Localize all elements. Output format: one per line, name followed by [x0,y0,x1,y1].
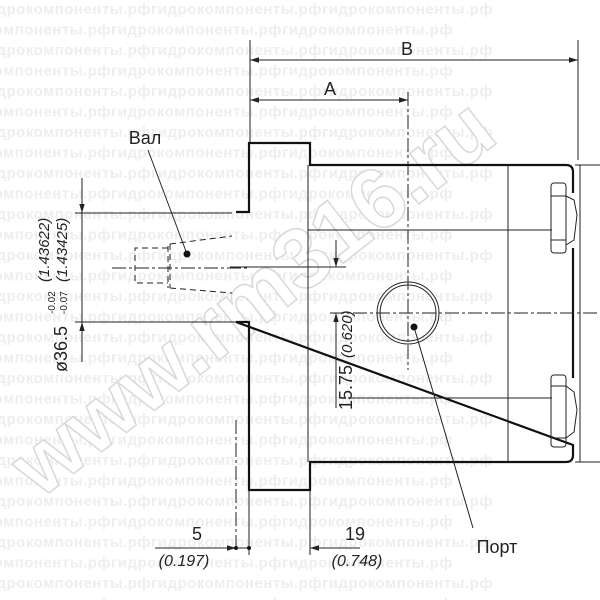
nut-top [550,182,578,254]
dim-diameter-in-lower: (1.43425) [54,218,71,282]
watermark-row: гидрокомпоненты.рфгидрокомпоненты.рфгидр… [0,206,493,223]
dim-B-label: B [401,39,413,59]
watermark-row: гидрокомпоненты.рфгидрокомпоненты.рфгидр… [0,514,453,531]
watermark-row: гидрокомпоненты.рфгидрокомпоненты.рфгидр… [0,473,453,490]
watermark-row: гидрокомпоненты.рфгидрокомпоненты.рфгидр… [0,1,493,18]
dim-diameter-in-upper: (1.43622) [36,218,53,282]
dim-flange-thickness-in: (0.748) [332,553,383,570]
nut-bottom [550,374,578,448]
watermark-row: гидрокомпоненты.рфгидрокомпоненты.рфгидр… [0,288,493,305]
label-shaft: Вал [129,128,162,148]
dim-tol-lower: -0.07 [59,291,70,314]
dim-tol-upper: -0.02 [47,291,58,314]
watermark-row: гидрокомпоненты.рфгидрокомпоненты.рфгидр… [0,104,453,121]
watermark-row: гидрокомпоненты.рфгидрокомпоненты.рфгидр… [0,145,453,162]
watermark-row: гидрокомпоненты.рфгидрокомпоненты.рфгидр… [0,124,493,141]
watermark-row: гидрокомпоненты.рфгидрокомпоненты.рфгидр… [0,411,493,428]
watermark-row: гидрокомпоненты.рфгидрокомпоненты.рфгидр… [0,186,453,203]
dim-flange-thickness: 19 [345,524,365,544]
watermark-row: гидрокомпоненты.рфгидрокомпоненты.рфгидр… [0,42,493,59]
watermark-row: гидрокомпоненты.рфгидрокомпоненты.рфгидр… [0,493,493,510]
watermark-row: гидрокомпоненты.рфгидрокомпоненты.рфгидр… [0,247,493,264]
watermark-row: гидрокомпоненты.рфгидрокомпоненты.рфгидр… [0,534,493,551]
watermark-row: гидрокомпоненты.рфгидрокомпоненты.рфгидр… [0,575,493,592]
dim-pilot-depth-in: (0.197) [159,553,210,570]
diameter-dimension-text: ø36.5 -0.02 -0.07 (1.43622) (1.43425) [36,218,71,372]
dim-port-offset: 15.75 [336,365,356,410]
watermark-row: гидрокомпоненты.рфгидрокомпоненты.рфгидр… [0,596,453,600]
label-port: Порт [477,537,518,557]
watermark-rows: гидрокомпоненты.рфгидрокомпоненты.рфгидр… [0,1,493,600]
dim-diameter: ø36.5 [51,326,71,372]
watermark-row: гидрокомпоненты.рфгидрокомпоненты.рфгидр… [0,391,453,408]
watermark-row: гидрокомпоненты.рфгидрокомпоненты.рфгидр… [0,268,453,285]
watermark-row: гидрокомпоненты.рфгидрокомпоненты.рфгидр… [0,83,493,100]
watermark-row: гидрокомпоненты.рфгидрокомпоненты.рфгидр… [0,452,493,469]
watermark-row: гидрокомпоненты.рфгидрокомпоненты.рфгидр… [0,329,493,346]
watermark-row: гидрокомпоненты.рфгидрокомпоненты.рфгидр… [0,432,453,449]
watermark-row: гидрокомпоненты.рфгидрокомпоненты.рфгидр… [0,555,453,572]
watermark-row: гидрокомпоненты.рфгидрокомпоненты.рфгидр… [0,370,493,387]
watermark-row: гидрокомпоненты.рфгидрокомпоненты.рфгидр… [0,22,453,39]
dim-A-label: A [324,79,336,99]
watermark-row: гидрокомпоненты.рфгидрокомпоненты.рфгидр… [0,350,453,367]
watermark-row: гидрокомпоненты.рфгидрокомпоненты.рфгидр… [0,165,493,182]
dim-pilot-depth: 5 [192,524,202,544]
port-offset-text: 15.75 (0.620) [336,310,356,410]
dim-port-offset-in: (0.620) [339,310,356,358]
watermark-row: гидрокомпоненты.рфгидрокомпоненты.рфгидр… [0,63,453,80]
watermark-row: гидрокомпоненты.рфгидрокомпоненты.рфгидр… [0,227,453,244]
shaft-hidden [134,235,233,294]
